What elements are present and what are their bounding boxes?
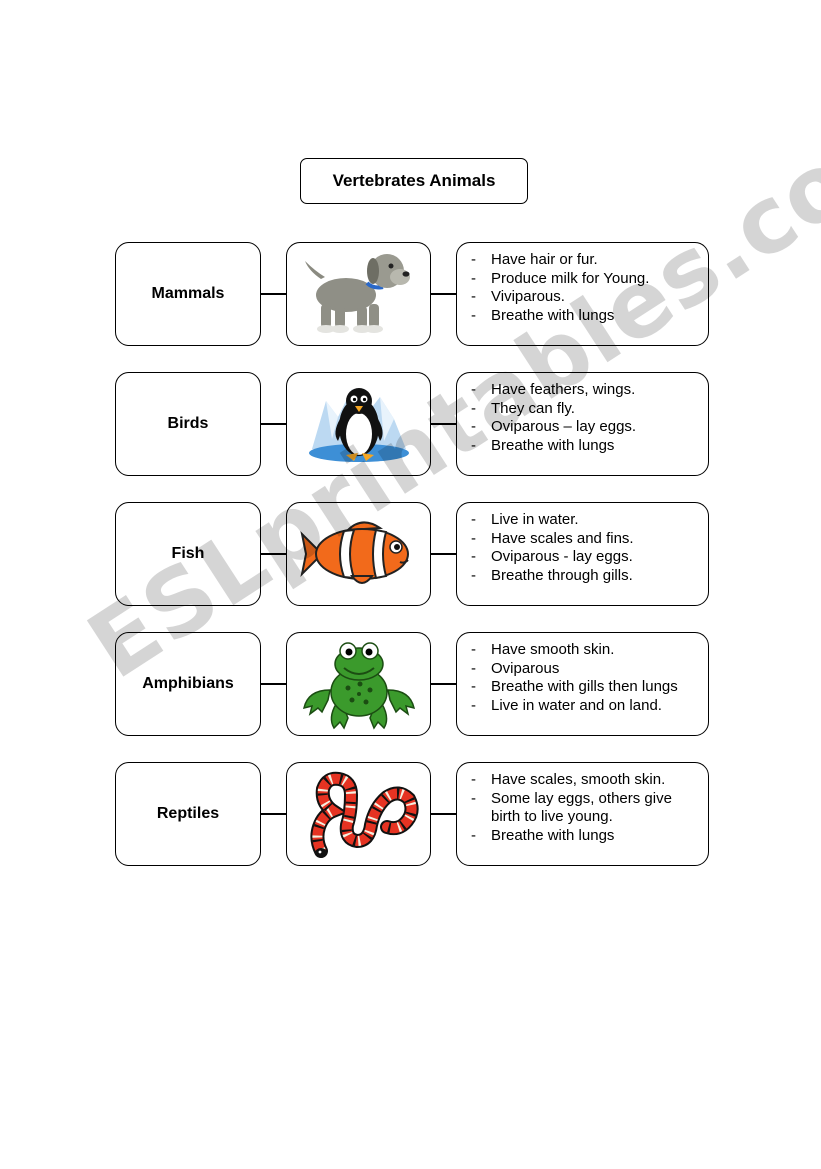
penguin-picture [286, 372, 431, 476]
row-reptiles: Reptiles Have scales, smooth skin. Some … [0, 762, 821, 866]
frog-picture [286, 632, 431, 736]
fact-item: Produce milk for Young. [469, 270, 700, 289]
fact-item: Have feathers, wings. [469, 381, 700, 400]
fact-item: Oviparous [469, 660, 700, 679]
fact-item: Have smooth skin. [469, 641, 700, 660]
snake-icon [309, 771, 419, 858]
frog-icon [302, 642, 415, 730]
fact-item: Oviparous - lay eggs. [469, 548, 700, 567]
facts-box: Have hair or fur. Produce milk for Young… [456, 242, 709, 346]
fact-item: Breathe with lungs [469, 827, 700, 846]
connector-line [261, 293, 286, 295]
fact-item: Live in water and on land. [469, 697, 700, 716]
fact-item: Have scales, smooth skin. [469, 771, 700, 790]
fact-item: Have hair or fur. [469, 251, 700, 270]
clownfish-picture [286, 502, 431, 606]
connector-line [431, 423, 456, 425]
clownfish-icon [299, 521, 409, 584]
facts-box: Have scales, smooth skin. Some lay eggs,… [456, 762, 709, 866]
fact-item: Breathe with lungs [469, 437, 700, 456]
connector-line [431, 813, 456, 815]
fact-item: Breathe with gills then lungs [469, 678, 700, 697]
fact-item: Viviparous. [469, 288, 700, 307]
fact-item: Breathe through gills. [469, 567, 700, 586]
connector-line [431, 683, 456, 685]
fact-item: Some lay eggs, others give birth to live… [469, 790, 700, 827]
connector-line [431, 553, 456, 555]
connector-line [261, 553, 286, 555]
connector-line [261, 813, 286, 815]
dog-icon [305, 254, 410, 333]
penguin-icon [308, 388, 409, 462]
row-amphibians: Amphibians Have smooth skin. Oviparous B… [0, 632, 821, 736]
category-label: Fish [115, 502, 261, 606]
row-birds: Birds Have feathers, wings. They can fly… [0, 372, 821, 476]
connector-line [431, 293, 456, 295]
category-label: Birds [115, 372, 261, 476]
fact-item: Have scales and fins. [469, 530, 700, 549]
facts-box: Live in water. Have scales and fins. Ovi… [456, 502, 709, 606]
fact-item: Breathe with lungs [469, 307, 700, 326]
row-mammals: Mammals Have hair or fur. Produce milk f… [0, 242, 821, 346]
fact-item: They can fly. [469, 400, 700, 419]
connector-line [261, 423, 286, 425]
category-label: Reptiles [115, 762, 261, 866]
row-fish: Fish Live in water. Have scales and fins… [0, 502, 821, 606]
page-title: Vertebrates Animals [300, 158, 528, 204]
snake-picture [286, 762, 431, 866]
facts-box: Have feathers, wings. They can fly. Ovip… [456, 372, 709, 476]
dog-picture [286, 242, 431, 346]
category-label: Amphibians [115, 632, 261, 736]
category-label: Mammals [115, 242, 261, 346]
facts-box: Have smooth skin. Oviparous Breathe with… [456, 632, 709, 736]
fact-item: Oviparous – lay eggs. [469, 418, 700, 437]
connector-line [261, 683, 286, 685]
fact-item: Live in water. [469, 511, 700, 530]
